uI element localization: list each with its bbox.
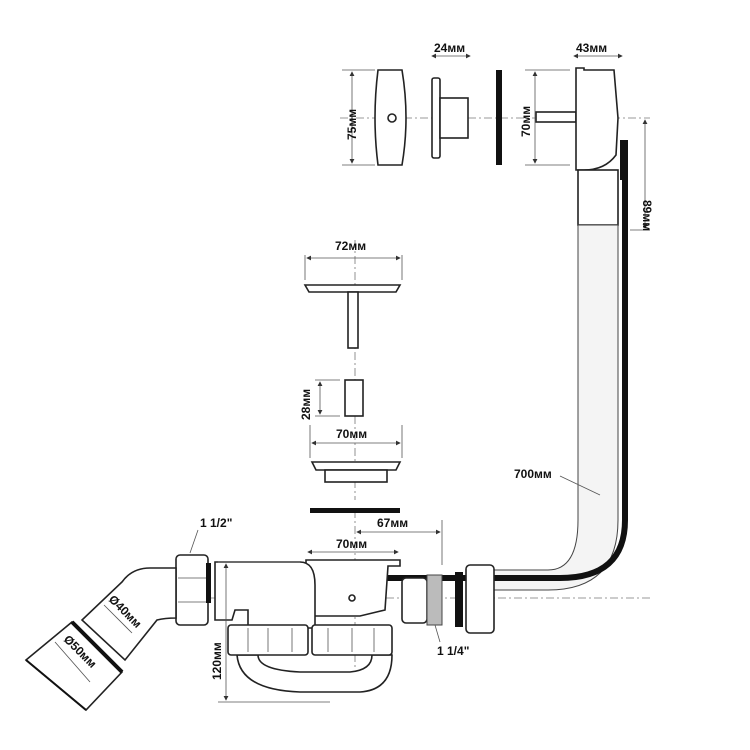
overflow-gasket: [496, 70, 502, 165]
label-hose-thread: 1 1/4": [437, 644, 469, 658]
elbow-pipe: [24, 567, 177, 712]
trap-body: [214, 559, 401, 693]
label-overflow-insert-depth: 24мм: [434, 41, 465, 55]
hose-connector: [401, 564, 495, 634]
overflow-insert: [431, 77, 469, 159]
label-outlet-thread: 1 1/2": [200, 516, 232, 530]
label-overflow-outlet-drop: 89мм: [640, 200, 654, 231]
overflow-hose: [479, 224, 619, 591]
label-drain-flange-diameter: 70мм: [336, 427, 367, 441]
drain-flange: [310, 461, 402, 483]
overflow-cap: [374, 69, 407, 166]
label-strainer-height: 28мм: [299, 389, 313, 420]
label-hose-length: 700мм: [514, 467, 552, 481]
label-overflow-body-depth: 43мм: [576, 41, 607, 55]
label-trap-height: 120мм: [210, 642, 224, 680]
label-overflow-cap-height: 75мм: [345, 109, 359, 140]
label-trap-body-width: 70мм: [336, 537, 367, 551]
drain-gasket: [310, 508, 400, 513]
overflow-tube: [360, 180, 628, 581]
label-outlet-offset: 67мм: [377, 516, 408, 530]
strainer: [344, 379, 364, 417]
plug: [303, 284, 402, 349]
label-plug-diameter: 72мм: [335, 239, 366, 253]
overflow-body: [535, 67, 628, 226]
outlet-nut: [175, 554, 211, 626]
label-overflow-body-height: 70мм: [519, 106, 533, 137]
